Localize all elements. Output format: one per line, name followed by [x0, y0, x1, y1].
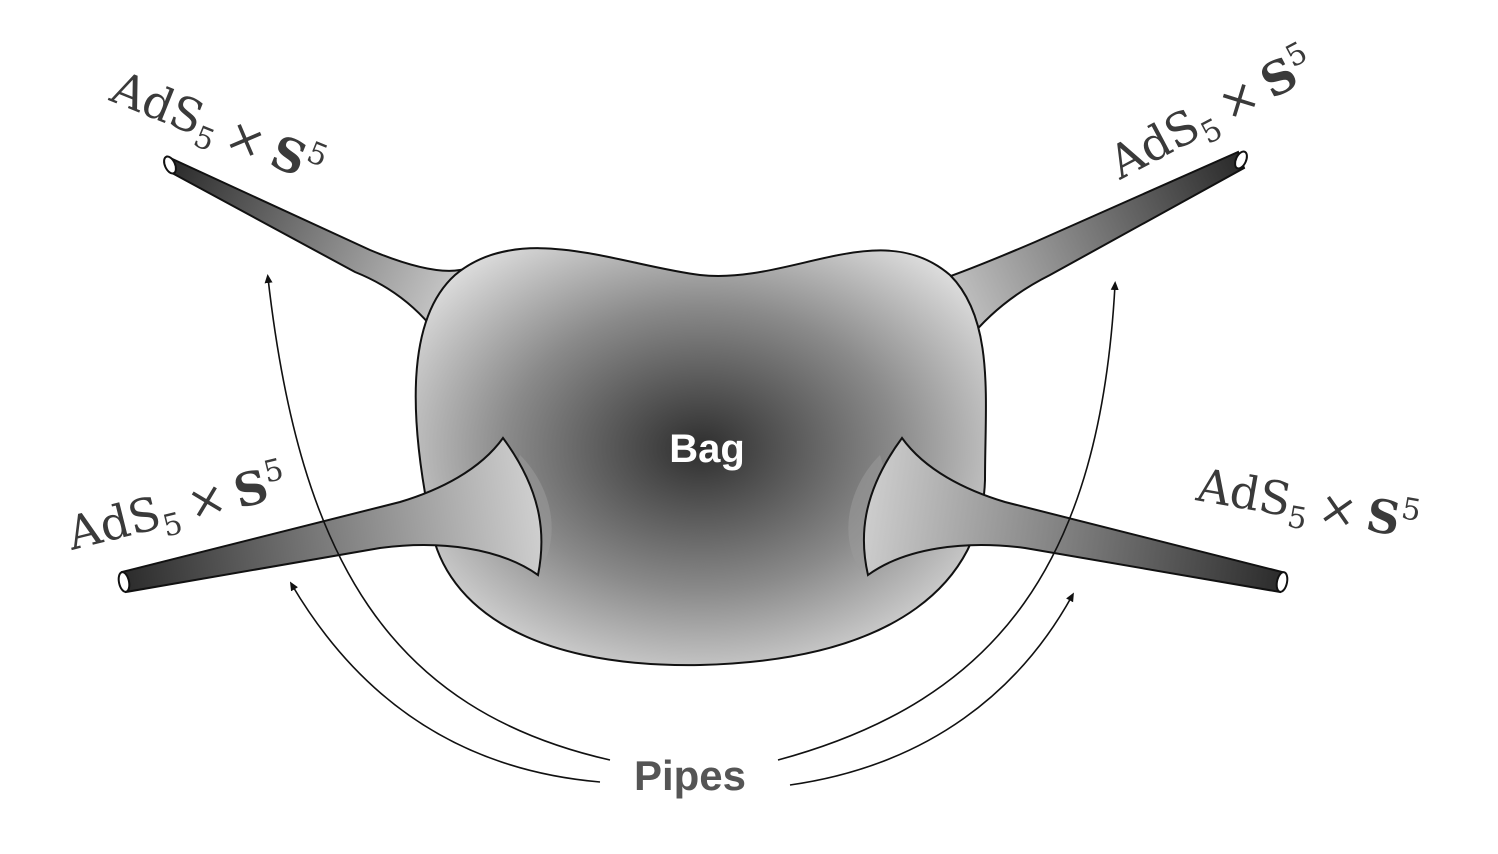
upper-left-pipe: [166, 155, 462, 327]
lower-left-pipe: [120, 436, 543, 594]
upper-right-pipe-mouth: [1234, 150, 1248, 170]
left-outer-arrow: [264, 274, 611, 761]
right-inner-arrow: [789, 592, 1074, 786]
lower-right-pipe: [862, 436, 1284, 594]
upper-left-pipe-mouth: [163, 155, 177, 175]
lower-right-pipe-mouth: [1275, 571, 1289, 593]
throat-label-lower-right: AdS5×S5: [1191, 456, 1424, 557]
lower-left-pipe-mouth: [117, 571, 131, 593]
right-outer-arrow: [777, 281, 1119, 761]
pipes-label: Pipes: [634, 752, 746, 799]
left-inner-arrow: [289, 581, 601, 783]
bag-label: Bag: [669, 427, 745, 471]
